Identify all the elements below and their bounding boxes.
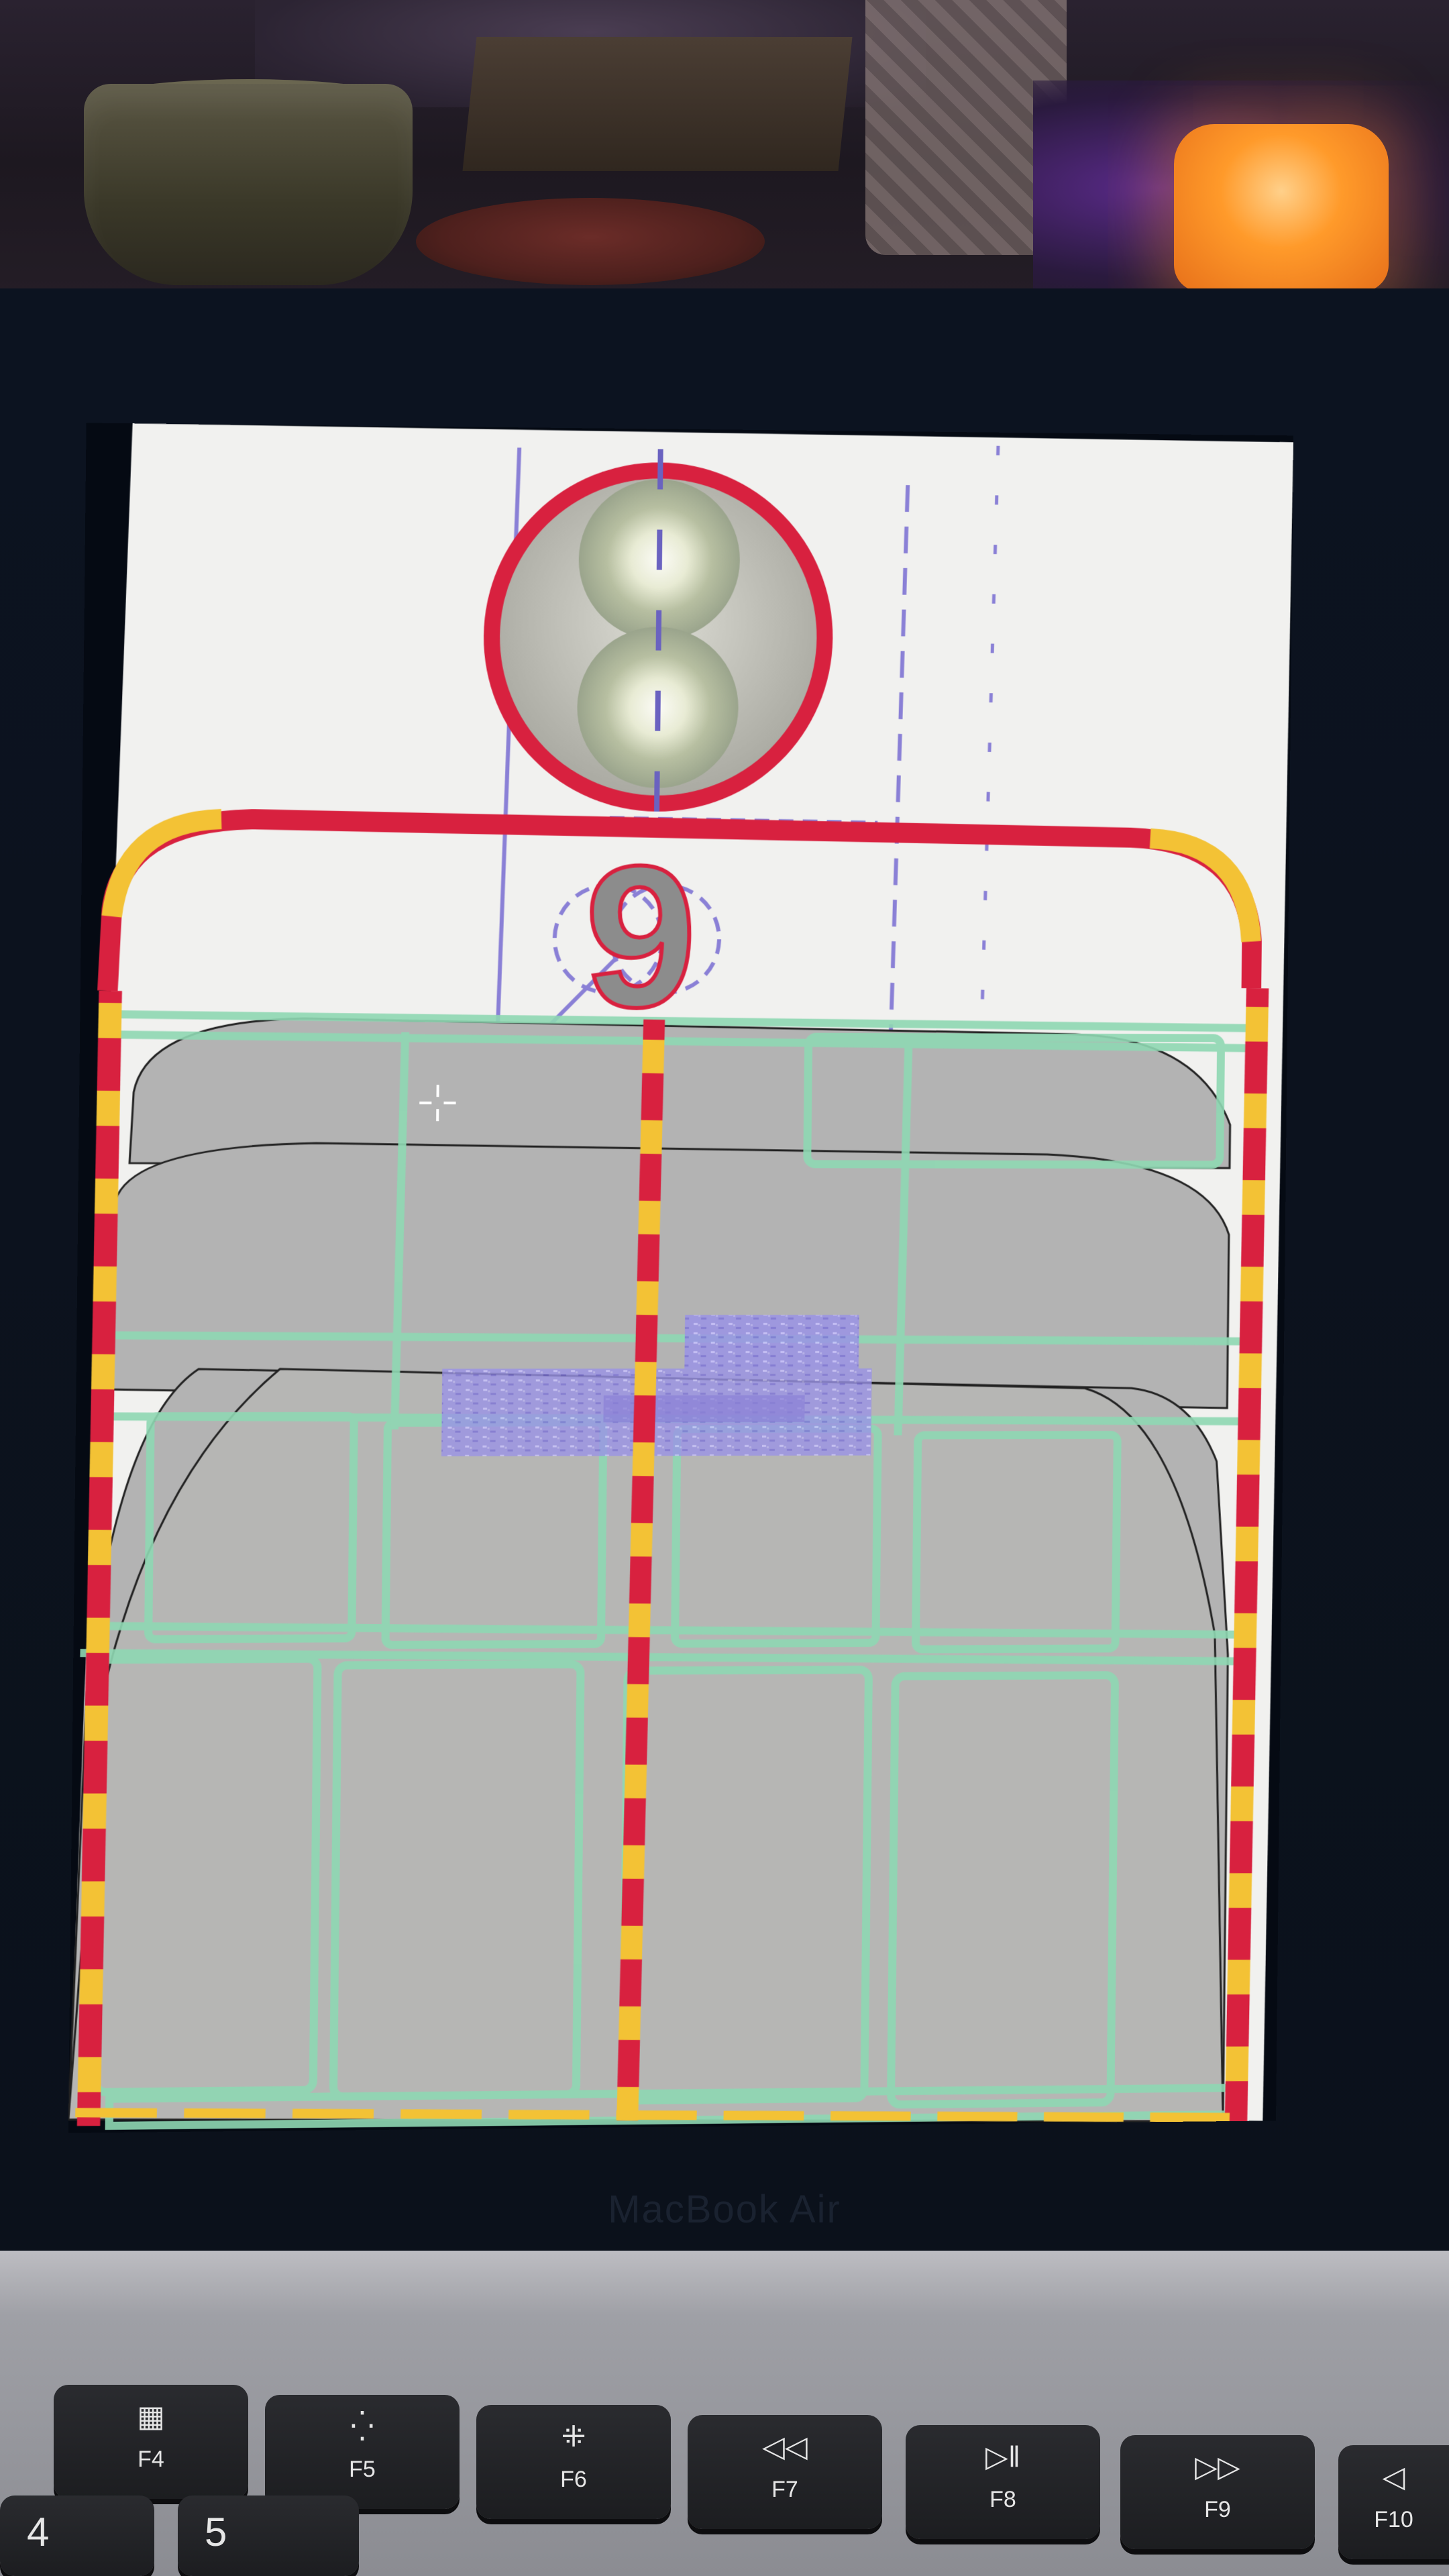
fast-forward-icon: ▷▷: [1195, 2451, 1240, 2483]
key-4-label: 4: [27, 2510, 50, 2555]
background-book: [462, 37, 853, 171]
lane-number-mark: 9: [584, 823, 698, 1049]
key-4[interactable]: 4: [0, 2496, 154, 2576]
key-f7[interactable]: ◁◁ F7: [688, 2415, 882, 2529]
key-f9-label: F9: [1204, 2497, 1231, 2522]
key-f10-label: F10: [1374, 2507, 1413, 2532]
key-f8[interactable]: ▷ǁ F8: [906, 2425, 1100, 2539]
design-canvas[interactable]: 9: [68, 423, 1293, 2133]
background-scene: [0, 0, 1449, 295]
key-5-label: 5: [205, 2510, 227, 2555]
key-f7-label: F7: [771, 2477, 798, 2502]
lane-panel-top[interactable]: [129, 1018, 1231, 1168]
lane-panel-middle[interactable]: [107, 1142, 1230, 1409]
key-5[interactable]: 5: [178, 2496, 359, 2576]
key-f5-label: F5: [349, 2457, 376, 2482]
play-pause-icon: ▷ǁ: [985, 2440, 1020, 2473]
left-striped-edge: [76, 990, 122, 2127]
launchpad-icon: ▦: [137, 2400, 165, 2433]
key-f4-label: F4: [138, 2447, 164, 2472]
key-f10[interactable]: ◁ F10: [1338, 2445, 1449, 2559]
background-candle: [1174, 124, 1389, 292]
rewind-icon: ◁◁: [762, 2430, 808, 2463]
key-f9[interactable]: ▷▷ F9: [1120, 2435, 1315, 2549]
background-plate: [416, 198, 765, 285]
lane-panels[interactable]: [68, 1018, 1234, 2133]
device-brand-label: MacBook Air: [608, 2188, 841, 2231]
key-f4[interactable]: ▦ F4: [54, 2385, 248, 2499]
keyboard-backlight-up-icon: ⁜: [561, 2420, 586, 2453]
key-f6-label: F6: [560, 2467, 587, 2492]
keyboard-backlight-down-icon: ⁛: [350, 2410, 374, 2443]
key-f5[interactable]: ⁛ F5: [265, 2395, 460, 2509]
key-f8-label: F8: [989, 2487, 1016, 2512]
background-mug: [84, 84, 413, 285]
mute-icon: ◁: [1382, 2461, 1405, 2493]
ball-return: [482, 449, 835, 825]
key-f6[interactable]: ⁜ F6: [476, 2405, 671, 2519]
lane-panel-bottom[interactable]: [68, 1368, 1231, 2133]
laptop-screen[interactable]: 9: [68, 423, 1293, 2133]
center-striped-divider: [616, 1019, 665, 2121]
